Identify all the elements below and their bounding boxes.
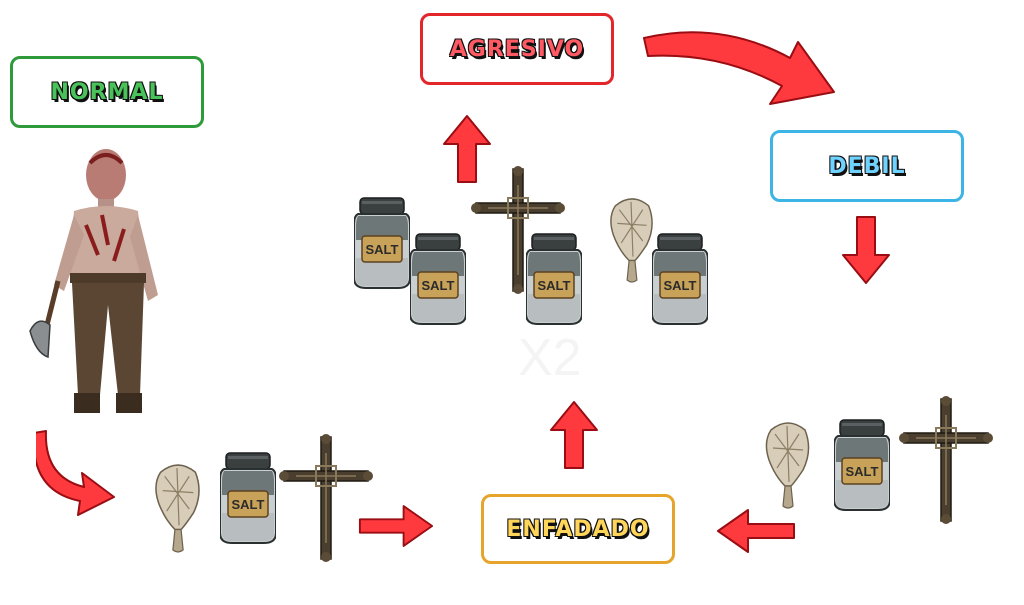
sage-bundle-icon (152, 462, 204, 554)
salt-jar-icon (410, 232, 466, 326)
salt-jar-icon (354, 196, 410, 290)
salt-jar-icon (526, 232, 582, 326)
crucifix-icon (896, 394, 996, 526)
salt-jar-icon (220, 450, 276, 546)
red-arrow-icon (717, 509, 795, 553)
state-normal: NORMAL (10, 56, 204, 128)
demon-figure-icon (29, 149, 158, 413)
sage-bundle-icon (606, 196, 658, 284)
red-arrow-icon (36, 430, 115, 516)
state-enfadado: ENFADADO (481, 494, 675, 564)
red-arrow-icon (442, 112, 492, 186)
salt-jar-icon (834, 418, 890, 512)
red-arrow-icon (842, 216, 890, 284)
red-arrow-icon (643, 31, 835, 105)
red-arrow-icon (549, 398, 599, 472)
multiplier-text: X2 (518, 329, 582, 387)
state-debil: DEBIL (770, 130, 964, 202)
state-agresivo: AGRESIVO (420, 13, 614, 85)
salt-jar-icon (652, 232, 708, 326)
state-debil-label: DEBIL (828, 153, 906, 179)
state-normal-label: NORMAL (50, 79, 164, 105)
red-arrow-icon (358, 502, 434, 550)
state-agresivo-label: AGRESIVO (449, 36, 585, 62)
sage-bundle-icon (762, 420, 814, 510)
state-enfadado-label: ENFADADO (506, 516, 650, 542)
